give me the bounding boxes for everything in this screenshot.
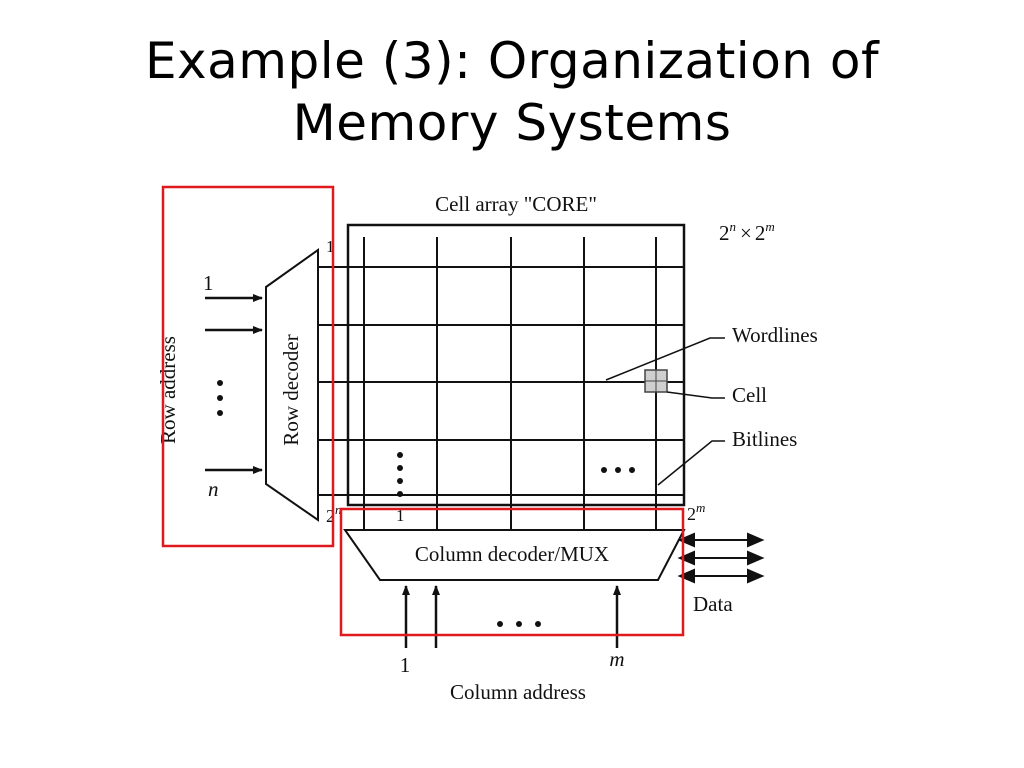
column-address-last-label: m xyxy=(609,647,624,671)
column-address-label: Column address xyxy=(450,680,586,704)
bitlines-leader xyxy=(657,440,725,486)
row-input-last-label: n xyxy=(208,477,219,501)
row-address-highlight-box xyxy=(161,185,335,548)
array-size-label: 2n×2m xyxy=(719,219,775,245)
array-horizontal-dots xyxy=(601,467,635,473)
data-label: Data xyxy=(693,592,733,616)
wordlines xyxy=(318,266,684,496)
row-address-arrows xyxy=(205,294,263,474)
row-decoder-block xyxy=(265,248,319,522)
cell-leader xyxy=(666,391,725,399)
cell-array-label: Cell array "CORE" xyxy=(435,192,597,216)
column-last-label: 2m xyxy=(687,500,705,524)
row-output-first-label: 1 xyxy=(326,237,335,256)
wordlines-leader xyxy=(605,337,725,381)
slide-title: Example (3): Organization of Memory Syst… xyxy=(0,30,1024,154)
column-address-dots xyxy=(497,621,541,627)
column-first-label: 1 xyxy=(396,506,405,525)
slide-title-line-1: Example (3): Organization of xyxy=(144,32,880,90)
row-output-last-label: 2n xyxy=(326,502,342,526)
bitlines-label: Bitlines xyxy=(732,427,797,451)
slide-title-line-2: Memory Systems xyxy=(292,94,732,152)
cell-array-frame xyxy=(346,223,686,507)
bitlines xyxy=(363,237,657,530)
array-vertical-dots xyxy=(397,452,403,497)
column-address-first-label: 1 xyxy=(400,653,411,677)
row-input-first-label: 1 xyxy=(203,271,214,295)
cell-label: Cell xyxy=(732,383,767,407)
column-decoder-label: Column decoder/MUX xyxy=(415,542,609,566)
data-arrows xyxy=(677,532,765,584)
column-decoder-highlight-box xyxy=(339,507,685,637)
wordlines-label: Wordlines xyxy=(732,323,818,347)
column-address-arrows xyxy=(402,585,621,648)
row-address-dots xyxy=(217,380,223,416)
row-address-label: Row address xyxy=(156,336,180,444)
column-decoder-block xyxy=(343,529,686,581)
callout-lines xyxy=(605,337,725,486)
row-decoder-label: Row decoder xyxy=(279,334,303,445)
